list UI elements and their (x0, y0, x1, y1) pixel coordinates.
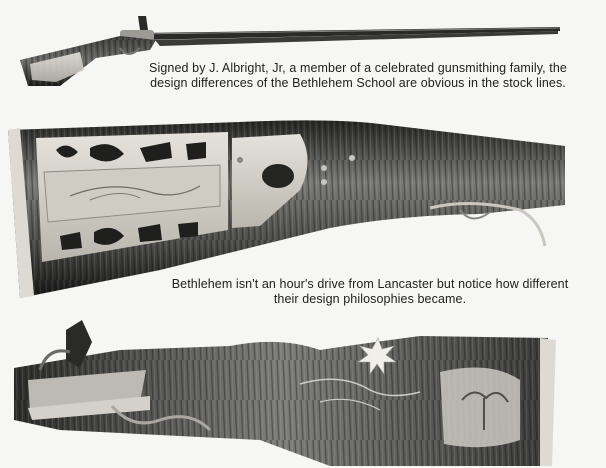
caption-top-line2: design differences of the Bethlehem Scho… (150, 76, 566, 90)
caption-middle: Bethlehem isn't an hour's drive from Lan… (150, 277, 590, 307)
caption-top-line1: Signed by J. Albright, Jr, a member of a… (149, 61, 567, 75)
caption-middle-line2: their design philosophies became. (273, 292, 467, 306)
caption-middle-line1: Bethlehem isn't an hour's drive from Lan… (171, 277, 569, 291)
bethlehem-stock-closeup (8, 120, 565, 299)
caption-top: Signed by J. Albright, Jr, a member of a… (116, 61, 600, 91)
lancaster-rifle-closeup (14, 320, 556, 466)
top-rifle (20, 16, 561, 86)
